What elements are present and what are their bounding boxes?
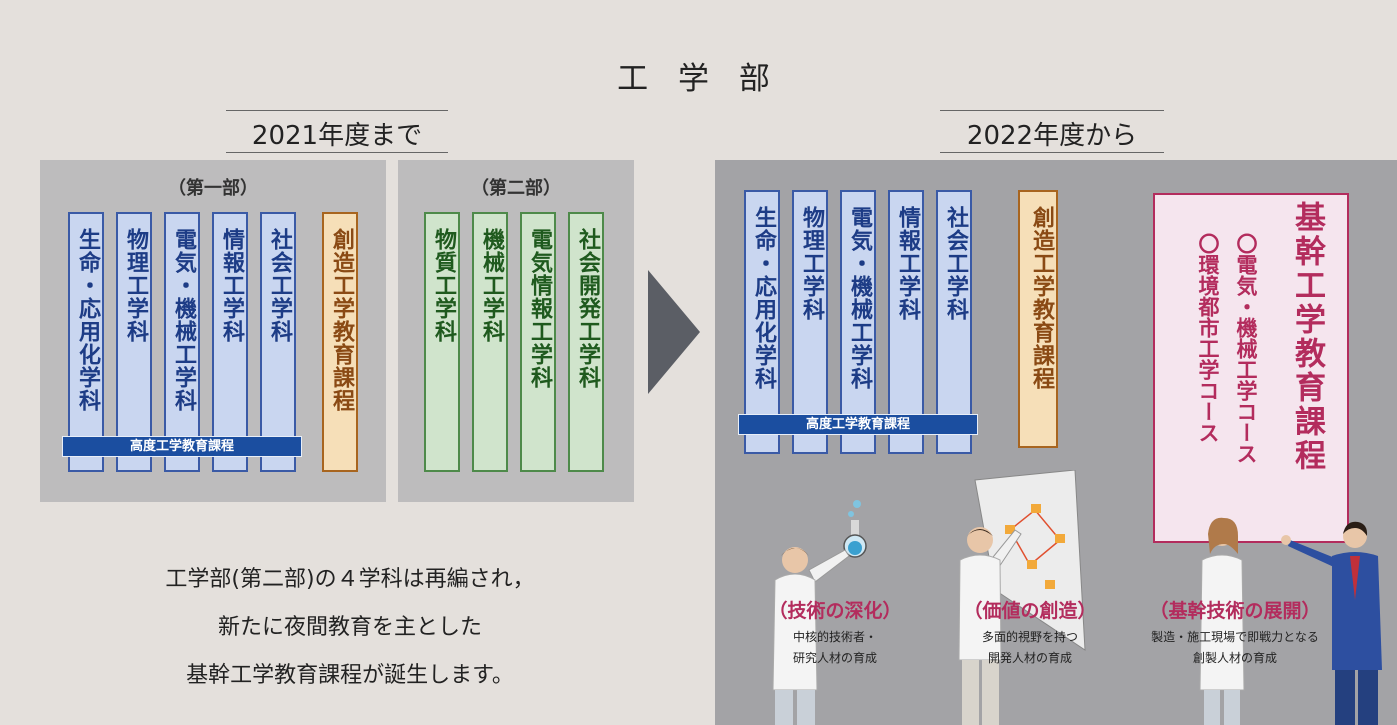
- dept-name: 情報工学科: [895, 206, 920, 321]
- dept-name: 電気情報工学科: [527, 228, 552, 389]
- message-line: 新たに夜間教育を主とした: [217, 615, 482, 640]
- dept-name: 社会開発工学科: [575, 228, 600, 389]
- feature-line: 開発人材の育成: [987, 651, 1072, 665]
- feature-line: 創製人材の育成: [1192, 651, 1277, 665]
- dept-name: 情報工学科: [219, 228, 244, 343]
- era-label-before: 2021年度まで: [251, 121, 423, 151]
- feature-title-value: （価値の創造）: [963, 600, 1097, 622]
- era-label-after: 2022年度から: [966, 121, 1138, 151]
- dept-column: 物理工学科: [792, 190, 828, 454]
- dept-column: 情報工学科: [212, 212, 248, 472]
- dept-name: 社会工学科: [943, 206, 968, 321]
- engineer-illustration: [958, 470, 1086, 725]
- dept-name: 電気・機械工学科: [171, 228, 196, 412]
- era-line-top-before: [226, 110, 448, 111]
- message-line: 工学部(第二部)の４学科は再編され，: [165, 567, 535, 592]
- dept-name: 生命・応用化学科: [75, 228, 100, 412]
- dept-column: 生命・応用化学科: [744, 190, 780, 454]
- dept-name: 電気・機械工学科: [847, 206, 872, 390]
- advanced-program-bar: 高度工学教育課程: [62, 436, 302, 457]
- feature-text: 中核的技術者・ 研究人材の育成: [755, 627, 915, 669]
- message-line: 基幹工学教育課程が誕生します。: [186, 663, 514, 688]
- dept-column: 物質工学科: [424, 212, 460, 472]
- practitioners-illustration: [1199, 517, 1382, 725]
- program-column: 創造工学教育課程: [322, 212, 358, 472]
- reorganization-message: 工学部(第二部)の４学科は再編され， 新たに夜間教育を主とした 基幹工学教育課程…: [60, 556, 640, 700]
- dept-column: 電気・機械工学科: [164, 212, 200, 472]
- night-division-label: （第二部）: [471, 178, 561, 199]
- day-division-panel: （第一部） 生命・応用化学科 物理工学科 電気・機械工学科 情報工学科 社会工学…: [40, 160, 386, 502]
- advanced-program-bar: 高度工学教育課程: [738, 414, 978, 435]
- dept-name: 物理工学科: [799, 206, 824, 321]
- dept-name: 機械工学科: [479, 228, 504, 343]
- kikan-course-civil: 〇環境都市工学コース: [1196, 233, 1220, 443]
- day-division-label: （第一部）: [168, 178, 258, 199]
- dept-column: 物理工学科: [116, 212, 152, 472]
- feature-line: 研究人材の育成: [792, 651, 877, 665]
- feature-line: 中核的技術者・: [792, 630, 877, 644]
- faculty-title: 工 学 部: [617, 61, 780, 97]
- dept-name: 物理工学科: [123, 228, 148, 343]
- feature-line: 多面的視野を持つ: [981, 630, 1078, 644]
- dept-column: 情報工学科: [888, 190, 924, 454]
- program-name: 創造工学教育課程: [1029, 206, 1054, 390]
- dept-column: 社会工学科: [260, 212, 296, 472]
- dept-column: 生命・応用化学科: [68, 212, 104, 472]
- feature-text: 製造・施工現場で即戦力となる 創製人材の育成: [1140, 627, 1330, 669]
- researcher-illustration: [772, 500, 867, 725]
- feature-text: 多面的視野を持つ 開発人材の育成: [950, 627, 1110, 669]
- night-division-panel: （第二部） 物質工学科 機械工学科 電気情報工学科 社会開発工学科: [398, 160, 634, 502]
- dept-column: 電気・機械工学科: [840, 190, 876, 454]
- dept-column: 機械工学科: [472, 212, 508, 472]
- transition-arrow-icon: [648, 270, 700, 394]
- program-column: 創造工学教育課程: [1018, 190, 1058, 448]
- era-line-bottom-after: [940, 152, 1164, 153]
- era-line-bottom-before: [226, 152, 448, 153]
- feature-line: 製造・施工現場で即戦力となる: [1151, 630, 1319, 644]
- kikan-program-title: 基幹工学教育課程: [1289, 201, 1325, 473]
- dept-column: 社会開発工学科: [568, 212, 604, 472]
- dept-column: 電気情報工学科: [520, 212, 556, 472]
- feature-title-deepening: （技術の深化）: [768, 600, 902, 622]
- dept-name: 物質工学科: [431, 228, 456, 343]
- feature-title-expansion: （基幹技術の展開）: [1149, 600, 1321, 622]
- kikan-course-electrical: 〇電気・機械工学コース: [1234, 233, 1258, 464]
- era-line-top-after: [940, 110, 1164, 111]
- kikan-program-box: 基幹工学教育課程 〇電気・機械工学コース 〇環境都市工学コース: [1153, 193, 1349, 543]
- dept-name: 社会工学科: [267, 228, 292, 343]
- program-name: 創造工学教育課程: [329, 228, 354, 412]
- dept-name: 生命・応用化学科: [751, 206, 776, 390]
- dept-column: 社会工学科: [936, 190, 972, 454]
